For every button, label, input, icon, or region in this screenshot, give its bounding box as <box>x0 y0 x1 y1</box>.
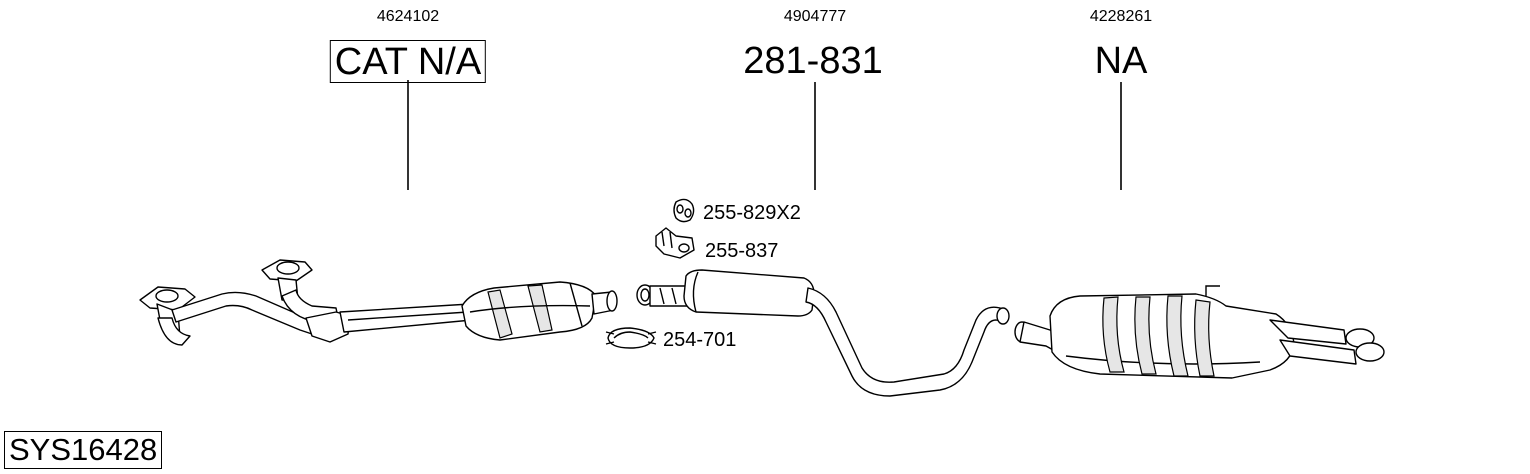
part-ref-middle-silencer: 4904777 <box>783 8 847 25</box>
system-code: SYS16428 <box>4 431 163 469</box>
part-ref-catalyst: 4624102 <box>376 8 440 25</box>
bracket-icon[interactable] <box>655 227 695 259</box>
part-ref-rear-silencer: 4228261 <box>1089 8 1153 25</box>
accessory-label-clamp[interactable]: 254-701 <box>663 329 737 351</box>
accessory-label-rubber-mount[interactable]: 255-829X2 <box>703 202 801 224</box>
rear-silencer-part[interactable] <box>1014 285 1385 379</box>
part-label-catalyst[interactable]: CAT N/A <box>329 40 487 83</box>
clamp-icon[interactable] <box>605 327 657 349</box>
part-label-middle-silencer[interactable]: 281-831 <box>743 40 883 82</box>
front-pipe-catalyst-part[interactable] <box>139 259 618 346</box>
middle-silencer-part[interactable] <box>636 269 1010 397</box>
part-label-rear-silencer[interactable]: NA <box>1094 40 1148 82</box>
rubber-mount-icon[interactable] <box>673 198 695 223</box>
accessory-label-bracket[interactable]: 255-837 <box>705 240 779 262</box>
